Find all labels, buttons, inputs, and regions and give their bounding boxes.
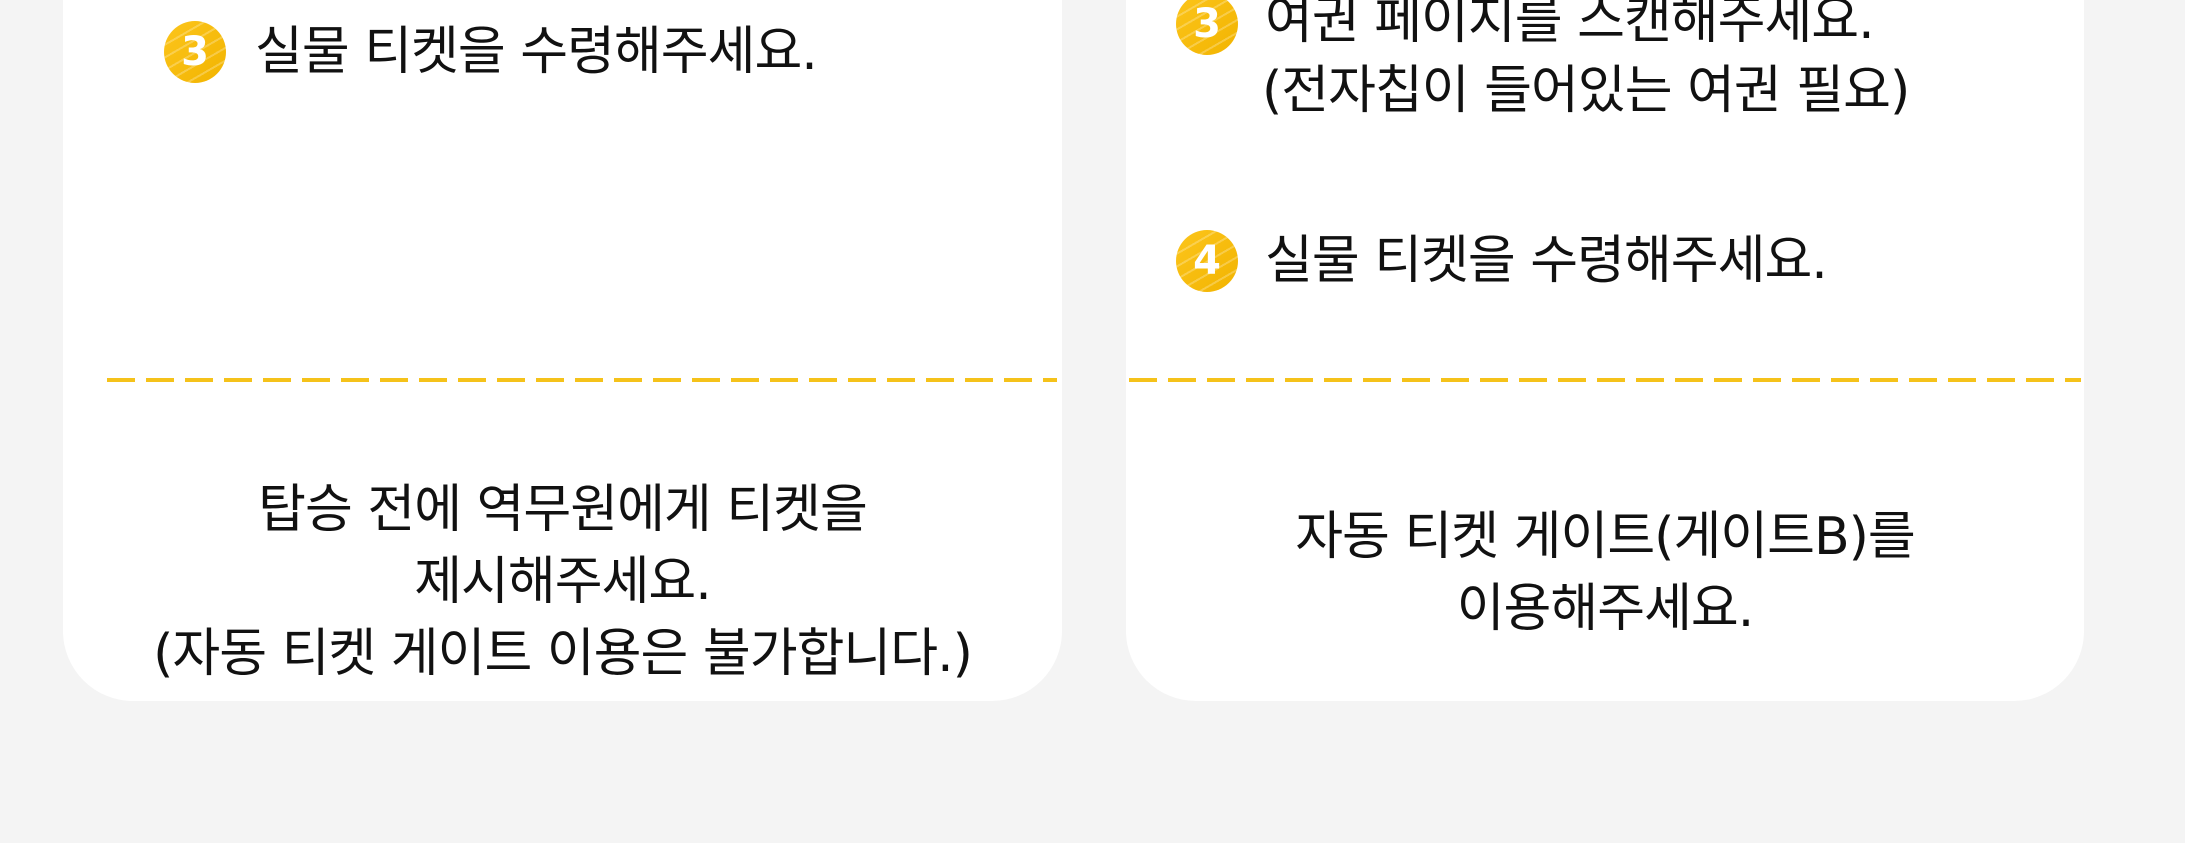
step-subtext: (전자칩이 들어있는 여권 필요)	[1262, 61, 1910, 121]
boarding-note: 탑승 전에 역무원에게 티켓을 제시해주세요. (자동 티켓 게이트 이용은 불…	[63, 474, 1062, 690]
dashed-divider	[1129, 378, 2081, 382]
step-text: 실물 티켓을 수령해주세요.	[255, 22, 818, 82]
note-line: 이용해주세요.	[1456, 579, 1755, 639]
step-number: 4	[1193, 238, 1221, 284]
manual-ticket-card	[63, 0, 1062, 701]
note-line: 자동 티켓 게이트(게이트B)를	[1295, 507, 1916, 567]
gate-note: 자동 티켓 게이트(게이트B)를 이용해주세요.	[1126, 501, 2084, 645]
auto-gate-card	[1126, 0, 2084, 701]
step-number-badge: 3	[164, 21, 226, 83]
note-line: 제시해주세요.	[414, 552, 712, 612]
step-number-badge: 3	[1176, 0, 1238, 55]
step-text: 실물 티켓을 수령해주세요.	[1265, 231, 1828, 291]
dashed-divider	[107, 378, 1057, 382]
note-line: 탑승 전에 역무원에게 티켓을	[258, 480, 868, 540]
step-number-badge: 4	[1176, 230, 1238, 292]
step-text: 여권 페이지를 스캔해주세요.	[1265, 0, 1875, 51]
note-line: (자동 티켓 게이트 이용은 불가합니다.)	[153, 624, 973, 684]
step-number: 3	[181, 29, 209, 75]
step-number: 3	[1193, 1, 1221, 47]
